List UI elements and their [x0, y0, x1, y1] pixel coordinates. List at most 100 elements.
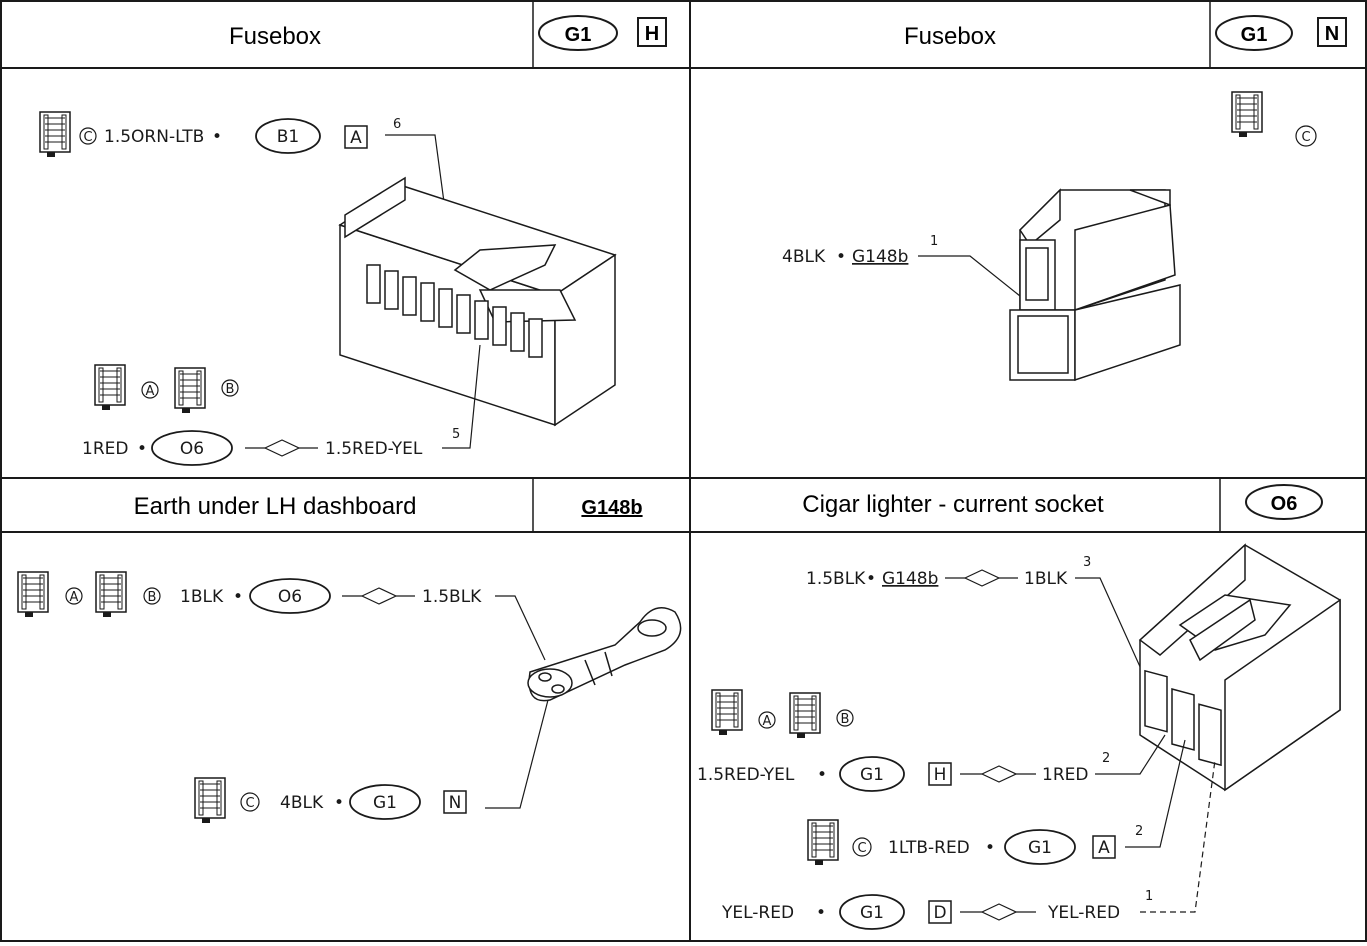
connector-drawing — [1140, 545, 1340, 790]
ref-circle — [66, 588, 82, 604]
pin-letter-box — [345, 126, 367, 148]
connector-ref: G1 — [860, 765, 884, 785]
wire-label: 1RED — [1042, 765, 1088, 785]
connector-oval — [256, 119, 320, 153]
leader-line — [1095, 735, 1165, 774]
wire-label: 1.5RED-YEL — [697, 765, 795, 785]
wire-label: 1BLK — [1024, 569, 1068, 589]
ref-letter: A — [70, 590, 79, 605]
pin-letter-box — [929, 763, 951, 785]
ref-circle — [1296, 126, 1316, 146]
connector-ref: O6 — [180, 439, 204, 459]
wire-label: YEL-RED — [1047, 903, 1120, 923]
leader-line — [1125, 740, 1185, 847]
ref-circle — [144, 588, 160, 604]
leader-line — [442, 345, 480, 448]
pin-letter: N — [1325, 23, 1339, 45]
bullet: • — [816, 903, 826, 923]
wire-label: 4BLK — [280, 793, 324, 813]
connector-drawing — [340, 178, 615, 425]
wire-label: 4BLK — [782, 247, 826, 267]
connector-diagram-icon — [789, 692, 821, 739]
pin-number: 2 — [1102, 751, 1110, 766]
leader-line — [1140, 760, 1215, 912]
ref-circle — [241, 793, 259, 811]
connector-diagram-icon — [94, 364, 126, 411]
pin-number: 3 — [1083, 555, 1091, 570]
bullet: • — [866, 569, 876, 589]
pin-letter-box — [1093, 836, 1115, 858]
wire-label: 1.5ORN-LTB — [104, 127, 204, 147]
pin-letter: H — [934, 765, 947, 785]
bullet: • — [212, 127, 222, 147]
connector-drawing — [1010, 190, 1180, 380]
panel-title: Earth under LH dashboard — [134, 493, 417, 520]
wire-label: YEL-RED — [721, 903, 794, 923]
connector-diagram-icon — [194, 777, 226, 824]
panel-bottom-right: 1.5BLK • G148b 1BLK 3 A B 1.5RED-YEL • G… — [697, 545, 1340, 929]
connector-code-oval — [1216, 16, 1292, 50]
wire-label: 1.5RED-YEL — [325, 439, 423, 459]
splice-diamond — [965, 570, 999, 586]
pin-letter: D — [933, 903, 946, 923]
splice-diamond — [362, 588, 396, 604]
ref-letter: B — [226, 382, 235, 397]
panel-title: Fusebox — [904, 23, 996, 50]
ref-circle — [222, 380, 238, 396]
pin-letter: A — [350, 128, 362, 148]
pin-number: 1 — [1145, 889, 1153, 904]
connector-code-oval — [539, 16, 617, 50]
connector-diagram-icon — [807, 819, 839, 866]
pin-letter-box — [1318, 18, 1346, 46]
pin-letter-box — [444, 791, 466, 813]
ref-letter: B — [841, 712, 850, 727]
ref-letter: C — [245, 796, 254, 811]
bullet: • — [233, 587, 243, 607]
panel-title: Cigar lighter - current socket — [802, 491, 1104, 518]
pin-letter: N — [449, 793, 462, 813]
connector-oval — [350, 785, 420, 819]
bullet: • — [137, 439, 147, 459]
connector-oval — [840, 757, 904, 791]
pin-letter: A — [1098, 838, 1110, 858]
wire-label: 1.5BLK — [806, 569, 866, 589]
ref-letter: C — [1301, 130, 1310, 145]
wire-label: 1LTB-RED — [888, 838, 970, 858]
connector-ref: G1 — [860, 903, 884, 923]
panel-title: Fusebox — [229, 23, 321, 50]
pin-letter: H — [645, 23, 659, 45]
connector-code-oval — [1246, 485, 1322, 519]
splice-diamond — [982, 766, 1016, 782]
connector-code: G1 — [565, 24, 592, 46]
leader-line — [485, 700, 548, 808]
pin-letter-box — [929, 901, 951, 923]
ref-letter: C — [857, 841, 866, 856]
connector-code: O6 — [1271, 493, 1298, 515]
connector-diagram-icon — [174, 367, 206, 414]
bullet: • — [836, 247, 846, 267]
wire-label: 1BLK — [180, 587, 224, 607]
ref-circle — [142, 382, 158, 398]
connector-oval — [152, 431, 232, 465]
connector-diagram-icon — [39, 111, 71, 158]
ref-letter: A — [763, 714, 772, 729]
connector-diagram-icon — [95, 571, 127, 618]
pin-number: 1 — [930, 234, 938, 249]
splice-diamond — [982, 904, 1016, 920]
wire-label: 1.5BLK — [422, 587, 482, 607]
panel-top-right: C 4BLK • G148b 1 — [782, 91, 1316, 380]
panel-bottom-left: A B 1BLK • O6 1.5BLK C 4BLK • G1 N — [17, 571, 681, 824]
ref-circle — [759, 712, 775, 728]
connector-diagram-icon — [17, 571, 49, 618]
connector-oval — [840, 895, 904, 929]
pin-number: 6 — [393, 117, 401, 132]
connector-ref: O6 — [278, 587, 302, 607]
connector-ref: G148b — [852, 247, 908, 267]
ref-letter: B — [148, 590, 157, 605]
ring-terminal-drawing — [528, 608, 681, 701]
wire-label: 1RED — [82, 439, 128, 459]
panel-top-left: C 1.5ORN-LTB • B1 A 6 — [39, 111, 615, 465]
